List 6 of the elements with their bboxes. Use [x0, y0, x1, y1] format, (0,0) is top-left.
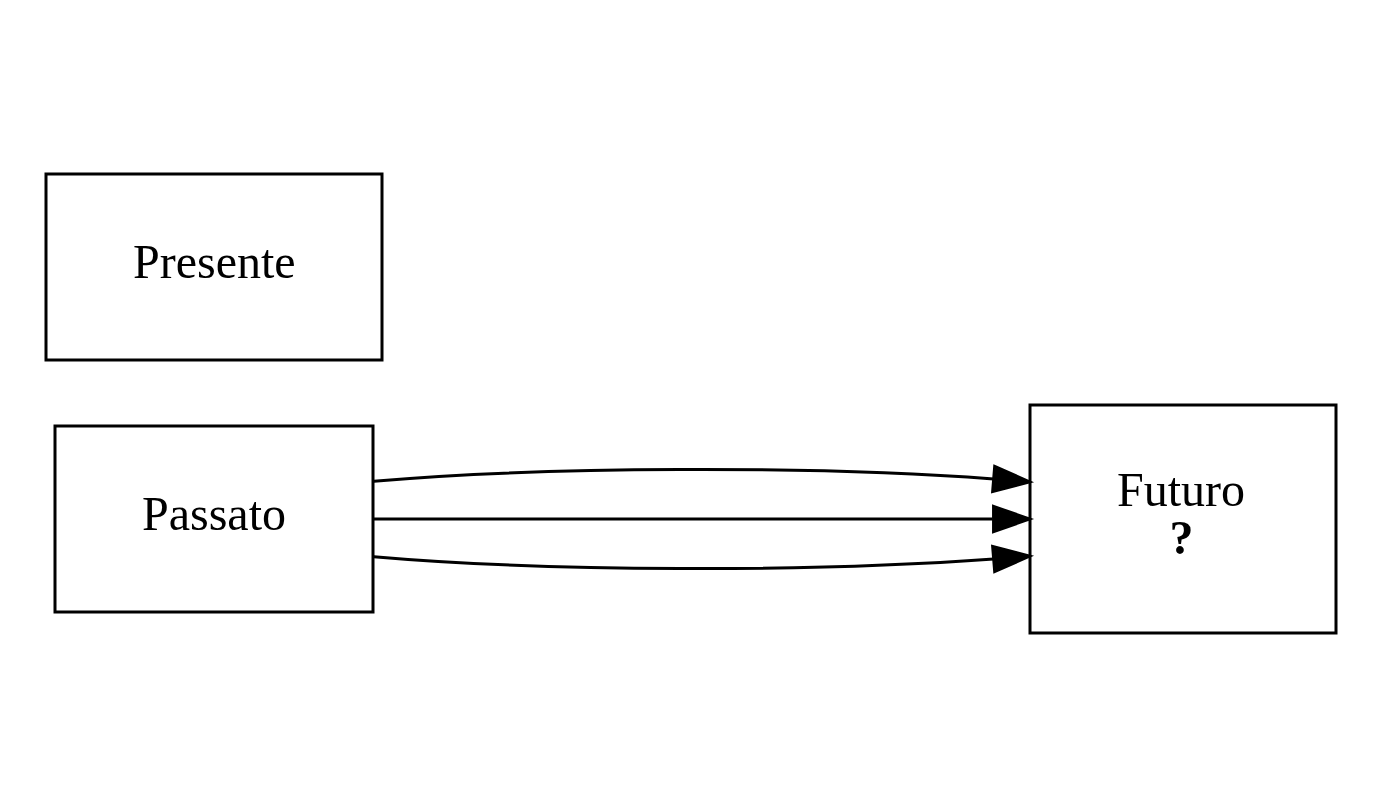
arrow [373, 463, 1034, 493]
node-box: Presente [44, 172, 383, 361]
node-box: Passato [53, 424, 374, 613]
arrow [373, 503, 1034, 534]
node-box: Futuro ? [1028, 403, 1337, 634]
arrow [373, 544, 1034, 574]
